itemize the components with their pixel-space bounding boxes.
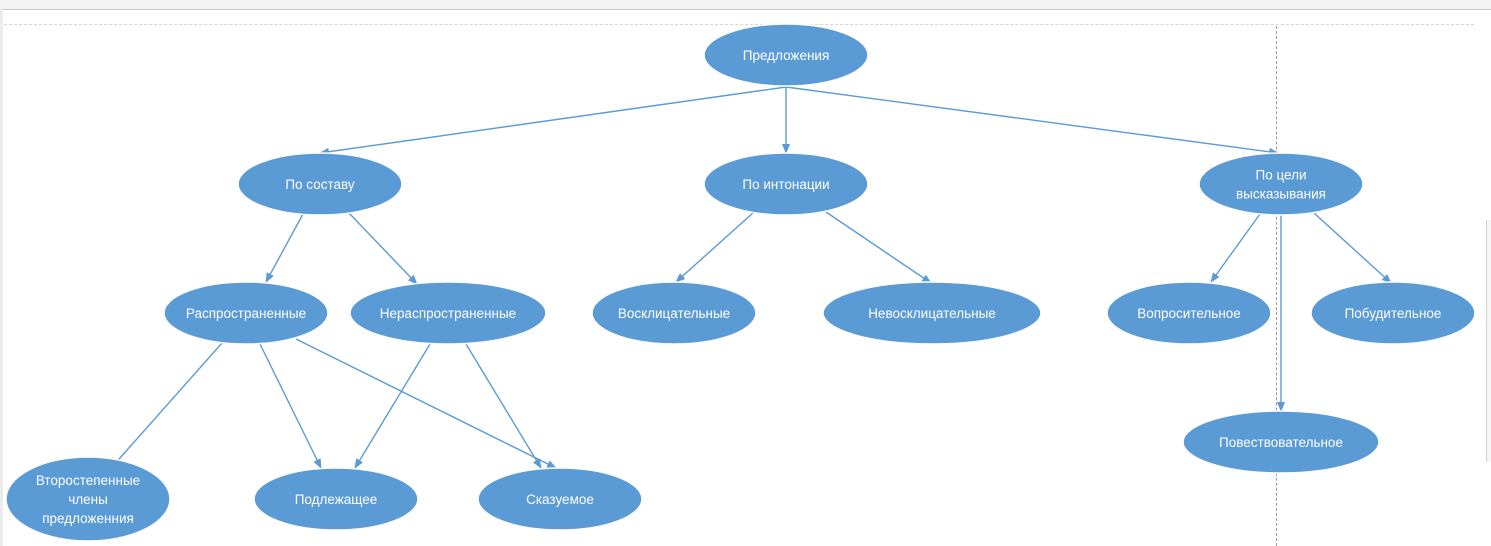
node-nonextended[interactable]: Нераспространенные: [349, 281, 547, 345]
node-shape-intonation[interactable]: [703, 152, 869, 216]
node-interrogative[interactable]: Вопросительное: [1106, 281, 1272, 345]
node-label-nonexclamatory-line-0: Невосклицательные: [868, 306, 996, 321]
node-exclamatory[interactable]: Восклицательные: [591, 281, 757, 345]
node-shape-secondary[interactable]: [5, 456, 171, 542]
node-shape-exclamatory[interactable]: [591, 281, 757, 345]
node-intonation[interactable]: По интонации: [703, 152, 869, 216]
node-predicate[interactable]: Сказуемое: [477, 467, 643, 531]
edge-extended-to-secondary[interactable]: [103, 342, 223, 477]
node-label-subject-line-0: Подлежащее: [295, 492, 378, 507]
node-shape-declarative[interactable]: [1182, 410, 1380, 474]
edge-intonation-to-exclamatory[interactable]: [675, 211, 755, 283]
node-label-secondary-line-1: члены: [68, 492, 108, 507]
edge-root-to-composition[interactable]: [319, 86, 787, 156]
node-shape-nonextended[interactable]: [349, 281, 547, 345]
node-label-interrogative-line-0: Вопросительное: [1137, 306, 1241, 321]
node-label-root-line-0: Предложения: [743, 48, 830, 63]
left-ruler: [0, 9, 3, 546]
node-shape-root[interactable]: [703, 23, 869, 87]
edge-intonation-to-nonexclamatory[interactable]: [825, 211, 932, 284]
node-purpose[interactable]: По цели высказывания: [1198, 152, 1364, 216]
node-label-imperative-line-0: Побудительное: [1345, 306, 1442, 321]
edge-composition-to-nonextended[interactable]: [347, 211, 418, 285]
node-shape-composition[interactable]: [237, 152, 403, 216]
node-shape-imperative[interactable]: [1310, 281, 1476, 345]
node-label-exclamatory-line-0: Восклицательные: [618, 306, 730, 321]
edge-extended-to-predicate[interactable]: [295, 338, 557, 469]
node-secondary[interactable]: Второстепенные члены предложенния: [5, 456, 171, 542]
page-break-line: [1276, 26, 1277, 546]
edges-layer: [103, 86, 1392, 477]
node-shape-nonexclamatory[interactable]: [822, 281, 1042, 345]
node-shape-purpose[interactable]: [1198, 152, 1364, 216]
page-top-edge: [4, 24, 1474, 25]
top-ruler: [0, 0, 1491, 10]
node-label-declarative-line-0: Повествовательное: [1219, 435, 1343, 450]
node-composition[interactable]: По составу: [237, 152, 403, 216]
node-extended[interactable]: Распространенные: [163, 281, 329, 345]
edge-nonextended-to-subject[interactable]: [354, 343, 431, 469]
edge-root-to-purpose[interactable]: [785, 86, 1279, 156]
nodes-layer: Предложения По составу По интонации По цели…: [5, 23, 1476, 542]
node-label-extended-line-0: Распространенные: [186, 306, 306, 321]
node-label-secondary-line-0: Второстепенные: [36, 473, 140, 488]
node-label-nonextended-line-0: Нераспространенные: [380, 306, 516, 321]
node-nonexclamatory[interactable]: Невосклицательные: [822, 281, 1042, 345]
node-label-composition-line-0: По составу: [285, 177, 355, 192]
edge-extended-to-subject[interactable]: [259, 343, 322, 469]
node-label-predicate-line-0: Сказуемое: [526, 492, 594, 507]
node-label-purpose-line-0: По цели: [1255, 168, 1306, 183]
node-shape-interrogative[interactable]: [1106, 281, 1272, 345]
node-label-secondary-line-2: предложенния: [42, 511, 134, 526]
node-root[interactable]: Предложения: [703, 23, 869, 87]
node-declarative[interactable]: Повествовательное: [1182, 410, 1380, 474]
node-shape-extended[interactable]: [163, 281, 329, 345]
node-label-intonation-line-0: По интонации: [742, 177, 829, 192]
edge-purpose-to-interrogative[interactable]: [1210, 213, 1261, 283]
node-label-purpose-line-1: высказывания: [1236, 187, 1326, 202]
edge-purpose-to-imperative[interactable]: [1313, 212, 1392, 284]
node-imperative[interactable]: Побудительное: [1310, 281, 1476, 345]
node-shape-subject[interactable]: [253, 467, 419, 531]
node-subject[interactable]: Подлежащее: [253, 467, 419, 531]
edge-composition-to-extended[interactable]: [265, 213, 304, 283]
vertical-scrollbar[interactable]: [1486, 220, 1491, 462]
node-shape-predicate[interactable]: [477, 467, 643, 531]
edge-nonextended-to-predicate[interactable]: [465, 343, 542, 469]
